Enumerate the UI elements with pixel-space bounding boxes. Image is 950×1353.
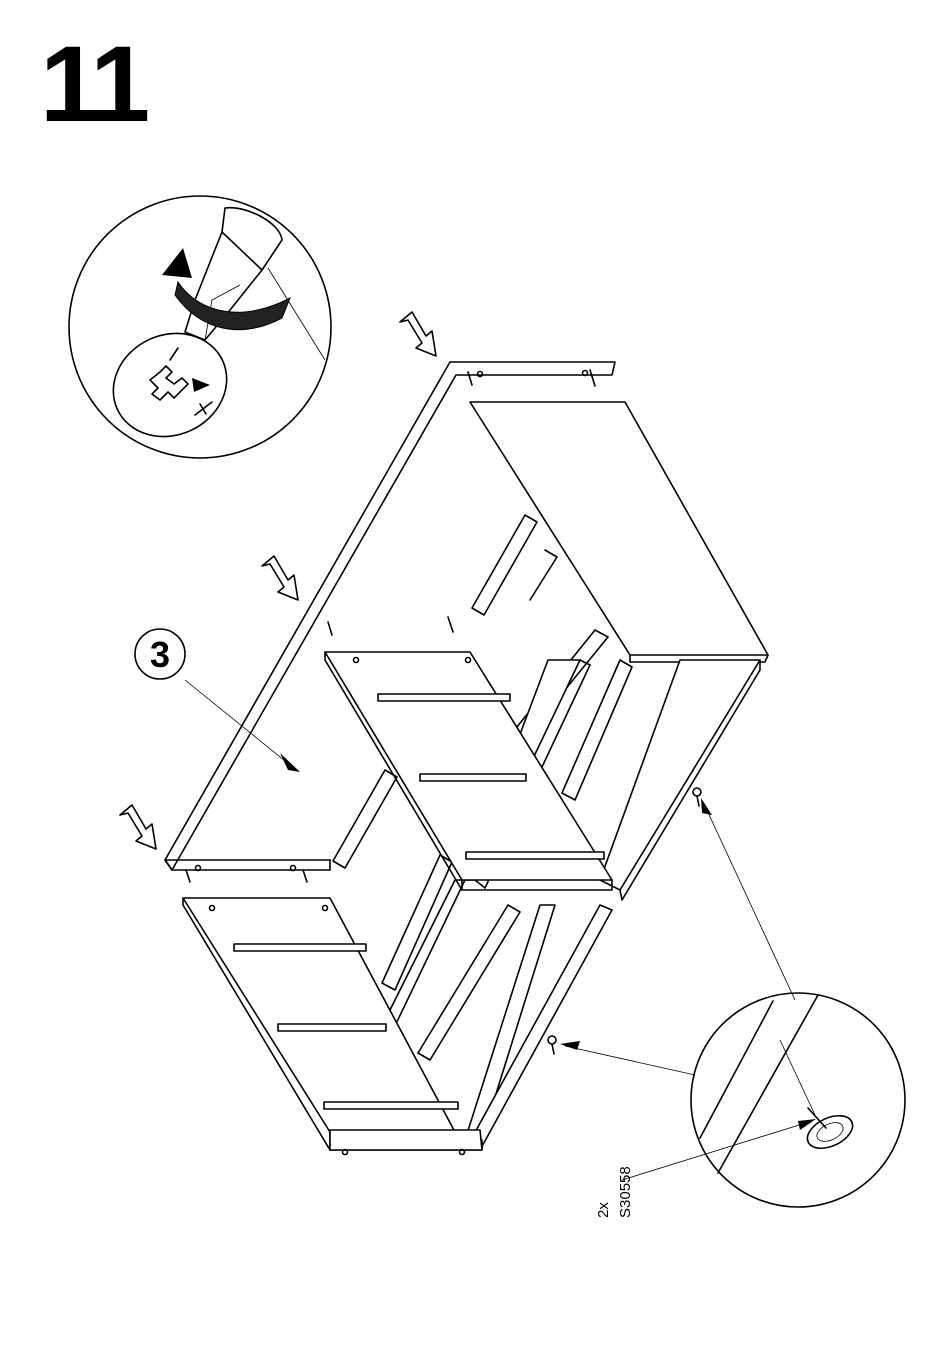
part-callout-3: 3	[135, 629, 300, 772]
push-down-arrow-icon	[262, 556, 298, 600]
part-callout-number: 3	[150, 634, 170, 675]
hardware-quantity: 2x	[595, 1202, 612, 1218]
glide-foot-detail-icon	[691, 993, 905, 1207]
push-down-arrow-icon	[120, 805, 156, 849]
push-down-arrow-icon	[400, 312, 436, 356]
hardware-label: 2x S30558	[595, 1166, 634, 1218]
glide-foot-screw	[693, 788, 701, 806]
hardware-part-code: S30558	[617, 1166, 634, 1218]
middle-divider-panel	[325, 617, 612, 890]
glide-foot-screw	[548, 1036, 556, 1054]
screwdriver-rotate-icon	[69, 196, 331, 458]
